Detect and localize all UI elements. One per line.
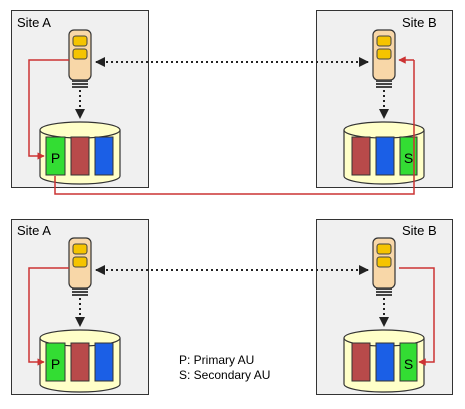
scenario-1-site-a-write-path bbox=[28, 59, 69, 160]
scenario-2-primary-label: P bbox=[51, 356, 60, 372]
scenario-1: P S bbox=[28, 29, 425, 195]
scenario-1-site-a-label: Site A bbox=[17, 15, 51, 30]
legend-primary: P: Primary AU bbox=[179, 353, 255, 367]
scenario-1-site-a-au-3 bbox=[94, 136, 114, 176]
scenario-1-primary-label: P bbox=[51, 150, 60, 166]
scenario-1-site-b-au-1 bbox=[351, 136, 371, 176]
scenario-1-site-b-server-icon bbox=[372, 29, 396, 89]
scenario-2-site-b-au-1 bbox=[351, 342, 371, 382]
scenario-2-primary-au bbox=[45, 342, 66, 382]
scenario-1-site-a-server-icon bbox=[68, 29, 92, 89]
scenario-2-site-b-write-path bbox=[399, 267, 435, 366]
scenario-2-site-a-server-icon bbox=[68, 237, 92, 297]
scenario-1-secondary-au bbox=[399, 136, 418, 176]
scenario-1-site-b-au-2 bbox=[375, 136, 395, 176]
legend: P: Primary AU S: Secondary AU bbox=[179, 353, 270, 383]
scenario-2-site-b-label: Site B bbox=[402, 223, 437, 238]
scenario-1-secondary-label: S bbox=[404, 150, 413, 166]
scenario-1-site-b-label: Site B bbox=[402, 15, 437, 30]
scenario-2-secondary-au bbox=[399, 342, 418, 382]
scenario-2-site-a-au-2 bbox=[70, 342, 90, 382]
scenario-1-site-a-au-2 bbox=[70, 136, 90, 176]
scenario-2-site-b-server-icon bbox=[372, 237, 396, 297]
scenario-2-site-b-au-2 bbox=[375, 342, 395, 382]
scenario-2-secondary-label: S bbox=[404, 356, 413, 372]
scenario-1-primary-au bbox=[45, 136, 66, 176]
scenario-2-site-a-au-3 bbox=[94, 342, 114, 382]
scenario-1-replication-path bbox=[54, 60, 415, 195]
legend-secondary: S: Secondary AU bbox=[179, 368, 271, 382]
scenario-2-site-a-label: Site A bbox=[17, 223, 51, 238]
scenario-2-site-a-write-path bbox=[28, 267, 69, 366]
scenario-2: P S bbox=[28, 237, 435, 393]
